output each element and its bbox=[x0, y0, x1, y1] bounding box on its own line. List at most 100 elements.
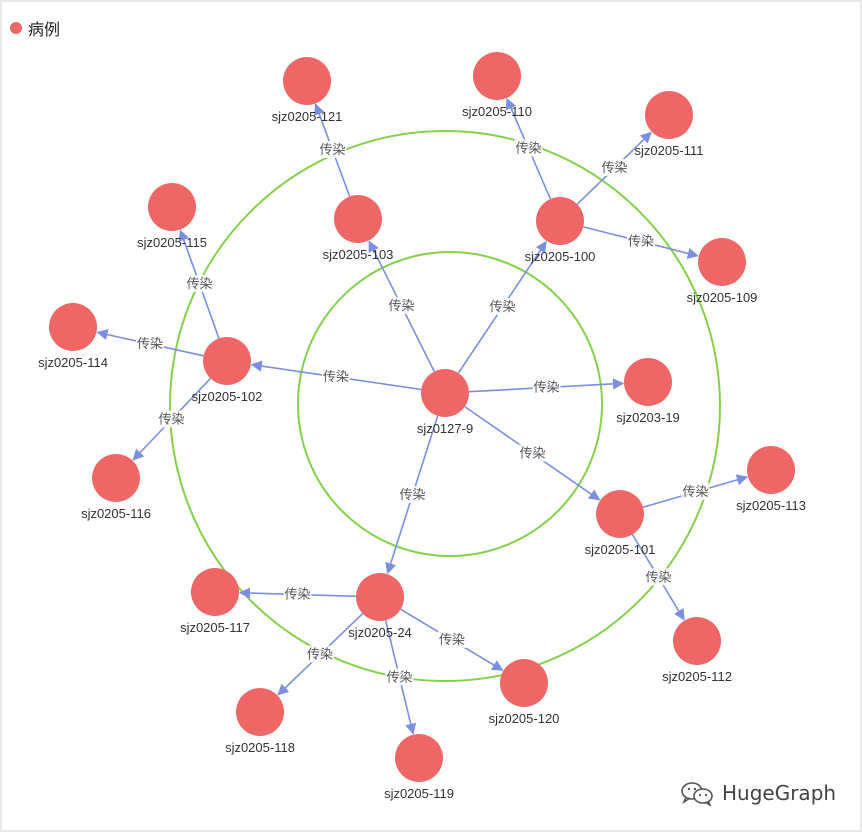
node-label: sjz0205-120 bbox=[489, 711, 560, 726]
nodes-layer: sjz0127-9 sjz0203-19 sjz0205-100 sjz0205-10… bbox=[38, 52, 806, 801]
edge-label: 传染 bbox=[399, 488, 425, 503]
node-circle[interactable] bbox=[356, 573, 404, 621]
edge-label: 传染 bbox=[158, 413, 184, 428]
legend[interactable]: 病例 bbox=[10, 16, 60, 40]
edge-label: 传染 bbox=[489, 300, 515, 315]
edge-label: 传染 bbox=[186, 277, 212, 292]
node-sjz0205-118[interactable]: sjz0205-118 bbox=[225, 688, 295, 755]
node-label: sjz0205-109 bbox=[687, 290, 758, 305]
node-circle[interactable] bbox=[473, 52, 521, 100]
edge-label: 传染 bbox=[307, 648, 333, 663]
node-label: sjz0205-113 bbox=[736, 498, 806, 513]
edge-label-bg bbox=[438, 631, 466, 648]
node-circle[interactable] bbox=[203, 337, 251, 385]
edge-label: 传染 bbox=[323, 370, 349, 385]
edge-label-bg bbox=[318, 141, 347, 158]
node-label: sjz0205-112 bbox=[662, 669, 732, 684]
edge-label-bg bbox=[681, 483, 710, 500]
node-sjz0205-102[interactable]: sjz0205-102 bbox=[192, 337, 263, 404]
node-circle[interactable] bbox=[596, 490, 644, 538]
edge-label: 传染 bbox=[284, 588, 310, 603]
edge-label-bg bbox=[532, 378, 561, 396]
node-circle[interactable] bbox=[236, 688, 284, 736]
node-sjz0203-19[interactable]: sjz0203-19 bbox=[616, 358, 680, 425]
node-sjz0205-120[interactable]: sjz0205-120 bbox=[489, 659, 560, 726]
node-label: sjz0127-9 bbox=[417, 421, 473, 436]
node-label: sjz0203-19 bbox=[616, 410, 680, 425]
node-sjz0205-117[interactable]: sjz0205-117 bbox=[180, 568, 250, 635]
node-circle[interactable] bbox=[191, 568, 239, 616]
edge-label-bg bbox=[385, 668, 414, 686]
node-label: sjz0205-110 bbox=[462, 104, 532, 119]
node-label: sjz0205-117 bbox=[180, 620, 250, 635]
node-circle[interactable] bbox=[536, 197, 584, 245]
edge-label: 传染 bbox=[645, 571, 671, 586]
edges-layer: 传染传染传染传染传染传染传染传染传染传染传染传染传染传染传染传染传染传染传染 bbox=[96, 97, 749, 735]
node-sjz0127-9[interactable]: sjz0127-9 bbox=[417, 369, 473, 436]
node-label: sjz0205-116 bbox=[81, 506, 151, 521]
node-sjz0205-100[interactable]: sjz0205-100 bbox=[525, 197, 596, 264]
wechat-icon bbox=[681, 782, 713, 806]
node-sjz0205-119[interactable]: sjz0205-119 bbox=[384, 734, 454, 801]
edge-label: 传染 bbox=[515, 142, 541, 157]
node-circle[interactable] bbox=[148, 183, 196, 231]
node-label: sjz0205-111 bbox=[635, 143, 704, 158]
node-circle[interactable] bbox=[698, 238, 746, 286]
edge-label: 传染 bbox=[601, 161, 627, 176]
legend-dot-icon bbox=[10, 22, 22, 34]
node-sjz0205-101[interactable]: sjz0205-101 bbox=[585, 490, 656, 557]
node-label: sjz0205-118 bbox=[225, 740, 295, 755]
legend-label: 病例 bbox=[28, 20, 61, 39]
node-circle[interactable] bbox=[500, 659, 548, 707]
edge-label-bg bbox=[518, 444, 547, 462]
node-circle[interactable] bbox=[624, 358, 672, 406]
node-circle[interactable] bbox=[283, 57, 331, 105]
node-circle[interactable] bbox=[673, 617, 721, 665]
edge-label-bg bbox=[488, 298, 517, 315]
edge-label: 传染 bbox=[519, 447, 545, 462]
edge-label-bg bbox=[283, 585, 312, 603]
node-sjz0205-121[interactable]: sjz0205-121 bbox=[272, 57, 343, 124]
node-sjz0205-111[interactable]: sjz0205-111 bbox=[635, 91, 704, 158]
node-sjz0205-109[interactable]: sjz0205-109 bbox=[687, 238, 758, 305]
edge-label-bg bbox=[157, 410, 186, 428]
node-label: sjz0205-100 bbox=[525, 249, 596, 264]
node-sjz0205-116[interactable]: sjz0205-116 bbox=[81, 454, 151, 521]
node-circle[interactable] bbox=[92, 454, 140, 502]
node-circle[interactable] bbox=[334, 195, 382, 243]
edge-label-bg bbox=[306, 645, 334, 663]
node-circle[interactable] bbox=[747, 446, 795, 494]
edge-label-bg bbox=[600, 159, 629, 176]
edge-label: 传染 bbox=[628, 235, 654, 250]
outer-ring bbox=[169, 130, 721, 682]
node-sjz0205-114[interactable]: sjz0205-114 bbox=[38, 303, 108, 370]
edge-label-bg bbox=[627, 232, 655, 250]
edge-label: 传染 bbox=[682, 485, 708, 500]
edge-label-bg bbox=[322, 368, 350, 385]
node-label: sjz0205-103 bbox=[323, 247, 394, 262]
node-sjz0205-115[interactable]: sjz0205-115 bbox=[137, 183, 207, 250]
edge-label: 传染 bbox=[388, 299, 414, 314]
inner-ring bbox=[297, 251, 603, 557]
edge-label: 传染 bbox=[533, 381, 559, 396]
node-sjz0205-24[interactable]: sjz0205-24 bbox=[348, 573, 412, 640]
node-label: sjz0205-119 bbox=[384, 786, 454, 801]
node-label: sjz0205-121 bbox=[272, 109, 343, 124]
node-circle[interactable] bbox=[395, 734, 443, 782]
watermark-text: HugeGraph bbox=[722, 781, 837, 805]
node-sjz0205-103[interactable]: sjz0205-103 bbox=[323, 195, 394, 262]
edge-label-bg bbox=[185, 275, 214, 292]
node-sjz0205-112[interactable]: sjz0205-112 bbox=[662, 617, 732, 684]
node-circle[interactable] bbox=[49, 303, 97, 351]
node-sjz0205-113[interactable]: sjz0205-113 bbox=[736, 446, 806, 513]
node-sjz0205-110[interactable]: sjz0205-110 bbox=[462, 52, 532, 119]
edge-label-bg bbox=[136, 335, 164, 352]
edge-label-bg bbox=[514, 139, 543, 157]
edge-label: 传染 bbox=[386, 671, 412, 686]
node-circle[interactable] bbox=[645, 91, 693, 139]
node-circle[interactable] bbox=[421, 369, 469, 417]
edge-label: 传染 bbox=[439, 633, 465, 648]
node-label: sjz0205-114 bbox=[38, 355, 108, 370]
